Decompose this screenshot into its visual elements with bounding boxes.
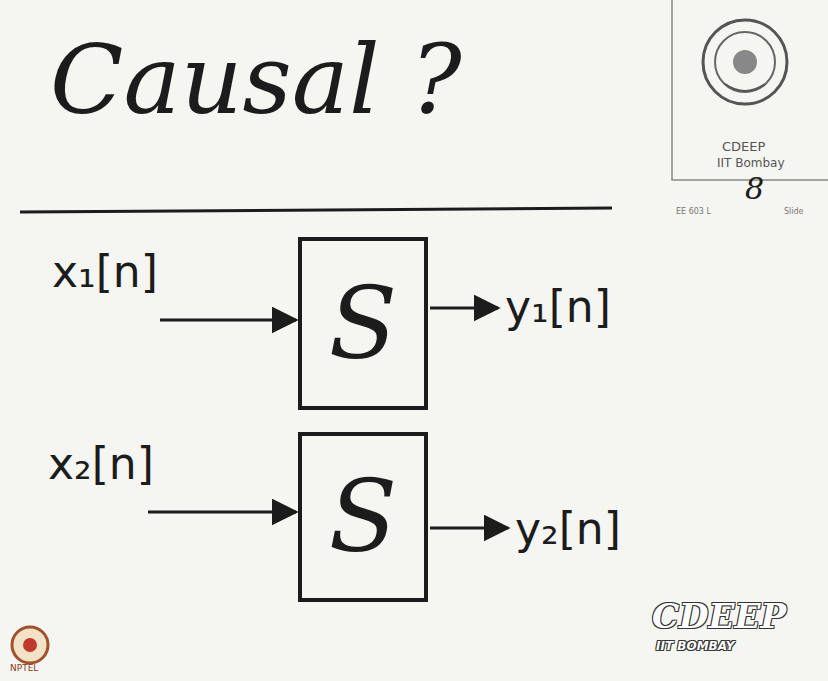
signal-name: x₁[n] <box>52 248 158 296</box>
signal-name: y₂[n] <box>515 505 621 553</box>
logo-text: NPTEL <box>10 664 38 674</box>
slide-info: EE 603 L <box>676 208 711 217</box>
signal-name: y₁[n] <box>505 283 611 331</box>
slide-number: 8 <box>745 172 764 205</box>
slide-title: Causal ? <box>50 28 462 134</box>
iit-emblem <box>703 20 787 104</box>
watermark: CDEEP <box>652 598 786 635</box>
slide-info: Slide <box>784 208 804 217</box>
logo-frame <box>672 0 828 180</box>
nptel-logo <box>12 627 48 663</box>
system-label: S <box>329 274 398 374</box>
watermark: IIT BOMBAY <box>656 640 734 653</box>
logo-text: IIT Bombay <box>717 157 785 170</box>
title-underline <box>20 208 612 212</box>
logo-text: CDEEP <box>722 140 765 154</box>
input-arrow <box>148 511 296 514</box>
output-arrow <box>430 307 498 310</box>
system-label: S <box>329 467 398 567</box>
input-arrow <box>160 319 296 322</box>
system-box: S <box>298 432 428 602</box>
output-arrow <box>430 527 508 530</box>
system-box: S <box>298 237 428 410</box>
signal-name: x₂[n] <box>48 440 154 488</box>
